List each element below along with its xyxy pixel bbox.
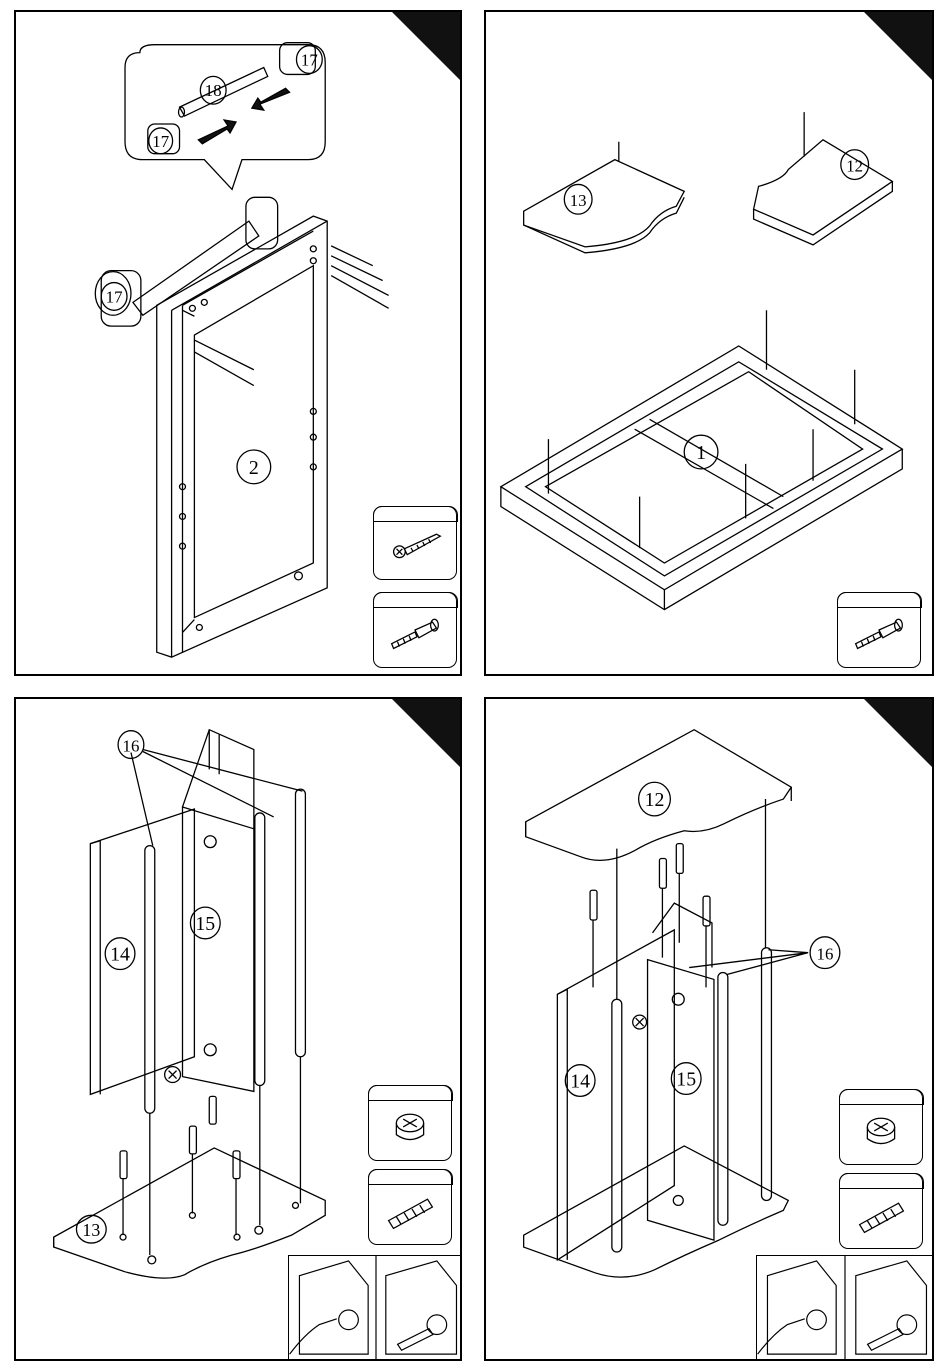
label-12: 12 bbox=[645, 789, 665, 811]
wood-screw-icon bbox=[374, 507, 456, 579]
center-panel-part-15 bbox=[183, 807, 254, 1091]
hardware-box-cam-lock bbox=[368, 1085, 452, 1161]
step-panel-1: 17 18 17 17 2 bbox=[14, 10, 462, 676]
detail-callout bbox=[125, 45, 325, 190]
rod-part-16-c bbox=[762, 948, 772, 1201]
label-16: 16 bbox=[817, 945, 834, 964]
label-13: 13 bbox=[82, 1220, 100, 1240]
base-part-13 bbox=[524, 1146, 789, 1277]
rod-part-16-b bbox=[255, 813, 265, 1086]
label-15: 15 bbox=[195, 913, 215, 935]
rod-part-16-a bbox=[612, 999, 622, 1252]
label-15: 15 bbox=[676, 1068, 696, 1090]
label-16: 16 bbox=[123, 737, 140, 756]
wood-dowel-icon bbox=[369, 1170, 451, 1244]
dowels bbox=[590, 844, 710, 926]
assembly-instruction-inset bbox=[288, 1255, 462, 1361]
shelf-part-13 bbox=[524, 160, 685, 247]
label-1: 1 bbox=[696, 442, 706, 464]
screwdriver-cam-lock-instruction bbox=[289, 1256, 462, 1361]
label-17-a: 17 bbox=[301, 50, 318, 69]
label-18: 18 bbox=[205, 81, 222, 100]
label-13: 13 bbox=[570, 191, 587, 210]
rod-part-16-c bbox=[295, 789, 305, 1057]
cam-lock-icon bbox=[369, 1086, 451, 1160]
step-panel-4: 12 16 14 15 bbox=[484, 697, 934, 1361]
label-17-c: 17 bbox=[106, 287, 123, 306]
hardware-box-dowel bbox=[368, 1169, 452, 1245]
step-panel-3: 16 14 15 13 bbox=[14, 697, 462, 1361]
shelf-part-12 bbox=[754, 140, 893, 235]
cam-bolt-icon bbox=[374, 593, 456, 667]
base-holes bbox=[120, 1202, 298, 1263]
label-17-b: 17 bbox=[152, 132, 169, 151]
step-2-illustration: 13 12 1 bbox=[486, 12, 932, 674]
step-panel-2: 13 12 1 bbox=[484, 10, 934, 676]
label-14: 14 bbox=[110, 944, 130, 966]
frame-bolts bbox=[548, 310, 854, 548]
label-12: 12 bbox=[846, 157, 863, 176]
label-14: 14 bbox=[570, 1070, 590, 1092]
screwdriver-cam-lock-instruction bbox=[757, 1256, 933, 1361]
hardware-box-screw bbox=[373, 506, 457, 580]
cam-lock-icon bbox=[840, 1090, 922, 1164]
base-part-13 bbox=[54, 1148, 326, 1278]
hardware-box-dowel bbox=[839, 1173, 923, 1249]
label-2: 2 bbox=[249, 457, 259, 479]
wood-dowel-icon bbox=[840, 1174, 922, 1248]
center-panel-part-15 bbox=[648, 960, 714, 1240]
rod-part-16-b bbox=[718, 973, 728, 1226]
hardware-box-bolt bbox=[837, 592, 921, 668]
hardware-box-bolt bbox=[373, 592, 457, 668]
cam-bolt-icon bbox=[838, 593, 920, 667]
hardware-box-cam-lock bbox=[839, 1089, 923, 1165]
assembly-instruction-inset bbox=[756, 1255, 934, 1361]
